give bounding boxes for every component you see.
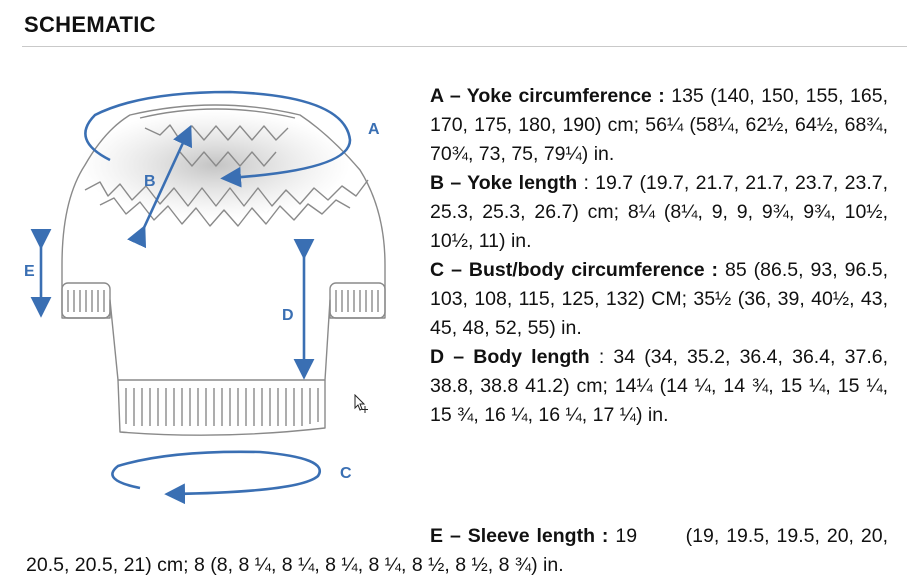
sweater-schematic: A B D E C — [24, 90, 386, 505]
label-d: D — [282, 307, 294, 324]
measurement-e-title: E – Sleeve length : — [430, 525, 609, 547]
page-title: SCHEMATIC — [24, 12, 156, 37]
measurement-c-title: C – Bust/body circumference : — [430, 259, 719, 281]
measurement-d-text: : 34 (34, 35.2, 36.4, 36.4, 37.6, 38.8, … — [430, 346, 889, 426]
measurement-b: B – Yoke length : 19.7 (19.7, 21.7, 21.7… — [430, 169, 888, 256]
measurement-arrows — [30, 90, 352, 505]
measurement-e-text-rest: (19, 19.5, 19.5, 20, 20, 20.5, 20.5, 21)… — [26, 525, 889, 576]
measurement-a-text: 135 (140, 150, 155, 165, 170, 175, 180, … — [430, 85, 888, 165]
measurement-e-text-first: 19 — [608, 525, 638, 547]
measurement-d-title: D – Body length — [430, 346, 590, 368]
measurement-list: A – Yoke circumference : 135 (140, 150, … — [430, 82, 888, 430]
arrow-b-yoke-length — [127, 124, 193, 249]
arrow-c-body-circumference — [111, 450, 321, 505]
measurement-d: D – Body length : 34 (34, 35.2, 36.4, 36… — [430, 343, 888, 430]
measurement-a: A – Yoke circumference : 135 (140, 150, … — [430, 82, 888, 169]
measurement-b-title: B – Yoke length — [430, 172, 578, 194]
move-cursor-icon — [354, 394, 368, 413]
measurement-c-text: 85 (86.5, 93, 96.5, 103, 108, 115, 125, … — [430, 259, 888, 339]
arrow-a-yoke-circumference — [84, 90, 352, 188]
measurement-b-text: : 19.7 (19.7, 21.7, 21.7, 23.7, 23.7, 25… — [430, 172, 889, 252]
label-b: B — [144, 173, 156, 190]
measurement-a-title: A – Yoke circumference : — [430, 85, 665, 107]
title-divider — [22, 46, 907, 47]
label-a: A — [368, 121, 380, 138]
label-e: E — [24, 263, 35, 280]
sweater-outline — [61, 104, 386, 436]
measurement-c: C – Bust/body circumference : 85 (86.5, … — [430, 256, 888, 343]
measurement-e: E – Sleeve length : 19 (19, 19.5, 19.5, … — [26, 522, 888, 580]
label-c: C — [340, 465, 352, 482]
